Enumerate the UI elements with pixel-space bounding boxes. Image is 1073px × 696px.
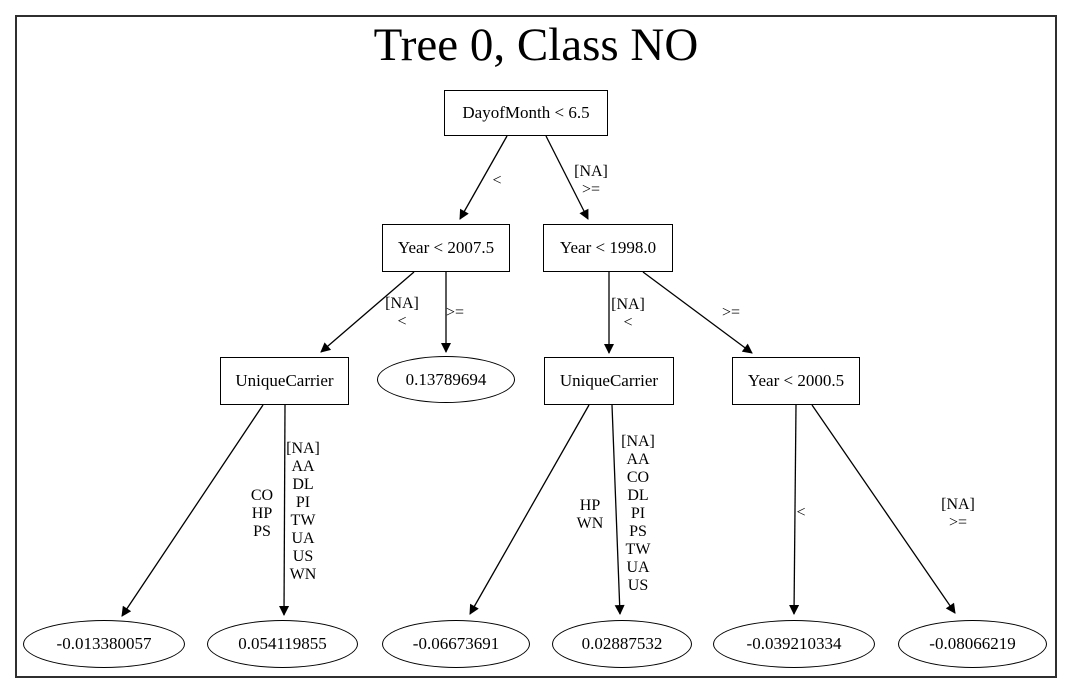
edge-carrierleft-left [121, 404, 264, 617]
edge-label-root-left: < [492, 172, 502, 189]
figure-title: Tree 0, Class NO [373, 19, 699, 71]
edge-label-carrierleft-right: [NA] AA DL PI TW UA US WN [286, 440, 320, 583]
node-uniquecarrier-mid-split: UniqueCarrier [544, 357, 674, 405]
edge-label-yearright-left: [NA] < [611, 296, 645, 331]
edge-root-left [459, 135, 508, 220]
leaf-year-left-ge: 0.13789694 [377, 356, 515, 403]
edge-yearleft-left [320, 271, 415, 353]
figure-border [15, 15, 1057, 678]
edge-label-yearleft-right: >= [445, 304, 465, 321]
leaf-year-2000-ge: -0.08066219 [898, 620, 1047, 668]
edge-label-carriermid-right: [NA] AA CO DL PI PS TW UA US [621, 433, 655, 594]
edge-label-year2000-right: [NA] >= [941, 496, 975, 531]
leaf-carrier-mid-ge: 0.02887532 [552, 620, 692, 668]
edge-carrierleft-right [279, 404, 290, 616]
edge-label-yearleft-left: [NA] < [385, 295, 419, 330]
edge-label-year2000-left: < [796, 504, 806, 521]
edge-label-yearright-right: >= [721, 304, 741, 321]
edge-carriermid-right [611, 404, 625, 615]
node-dayofmonth-split: DayofMonth < 6.5 [444, 90, 608, 136]
edge-label-carriermid-left: HP WN [576, 497, 604, 532]
node-year-1998-split: Year < 1998.0 [543, 224, 673, 272]
leaf-carrier-mid-lt: -0.06673691 [382, 620, 530, 668]
leaf-carrier-left-lt: -0.013380057 [23, 620, 185, 668]
leaf-year-2000-lt: -0.039210334 [713, 620, 875, 668]
edge-label-carrierleft-left: CO HP PS [250, 487, 274, 540]
edge-year2000-left [789, 404, 800, 615]
node-uniquecarrier-left-split: UniqueCarrier [220, 357, 349, 405]
edge-label-root-right: [NA] >= [574, 163, 608, 198]
node-year-2000-split: Year < 2000.5 [732, 357, 860, 405]
edge-yearright-right [642, 271, 753, 354]
node-year-2007-split: Year < 2007.5 [382, 224, 510, 272]
edge-carriermid-left [469, 404, 590, 615]
leaf-carrier-left-ge: 0.054119855 [207, 620, 358, 668]
edge-root-right [545, 135, 589, 220]
edge-year2000-right [811, 404, 956, 614]
